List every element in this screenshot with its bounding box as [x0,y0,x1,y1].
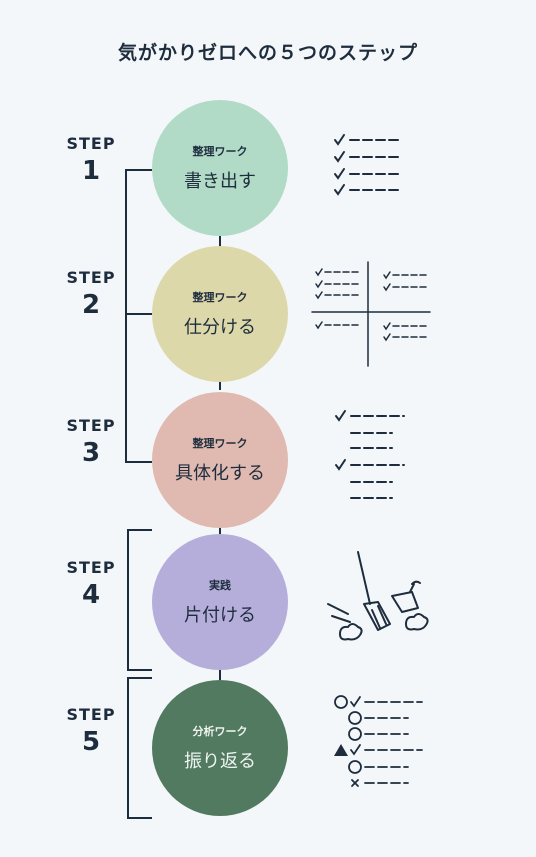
step-5-label: STEP 5 [52,705,130,757]
step-3-label: STEP 3 [52,416,130,468]
step-word: STEP [66,558,116,577]
step-category: 実践 [209,579,231,592]
checklist-icon [334,134,403,196]
page-title: 気がかりゼロへの５つのステップ [117,42,418,64]
step-number: 4 [81,580,101,610]
step-2-circle: 整理ワーク 仕分ける [152,246,288,382]
step-name: 具体化する [175,463,265,484]
step-number: 5 [81,727,101,757]
step-name: 仕分ける [184,317,256,338]
step-1-label: STEP 1 [52,134,130,186]
step-word: STEP [66,705,116,724]
step-word: STEP [66,416,116,435]
step-4-circle: 実践 片付ける [152,534,288,670]
step-category: 整理ワーク [192,291,248,304]
review-list-icon [334,695,423,787]
step-4-label: STEP 4 [52,558,130,610]
step-word: STEP [66,134,116,153]
sorting-grid-icon [311,261,431,367]
step-category: 分析ワーク [192,725,248,738]
step-word: STEP [66,268,116,287]
step-number: 2 [81,290,101,320]
step-number: 3 [81,438,101,468]
step-2-label: STEP 2 [52,268,130,320]
step-3-circle: 整理ワーク 具体化する [152,392,288,528]
step-5-circle: 分析ワーク 振り返る [152,680,288,816]
step-name: 書き出す [184,171,256,192]
subtask-list-icon [335,410,405,499]
step-1-circle: 整理ワーク 書き出す [152,100,288,236]
step-name: 片付ける [184,605,256,626]
step-category: 整理ワーク [192,437,248,450]
step-name: 振り返る [184,751,256,772]
broom-dustpan-icon [327,551,429,641]
step-category: 整理ワーク [192,145,248,158]
step-number: 1 [81,156,101,186]
